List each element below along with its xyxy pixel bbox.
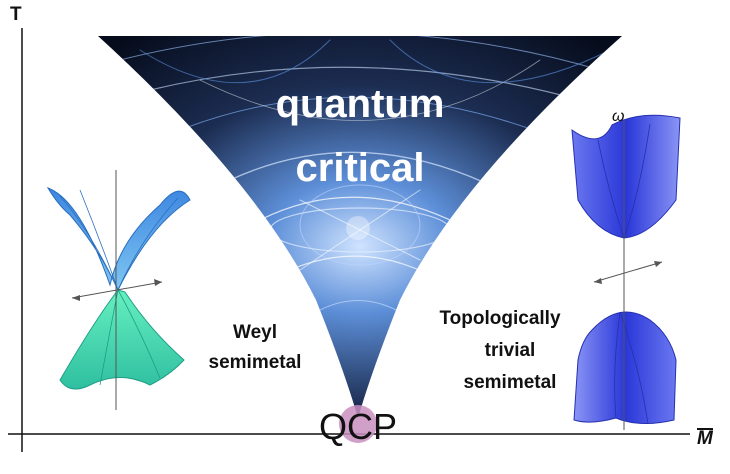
weyl-cone-dispersion-icon	[46, 170, 191, 410]
weyl-semimetal-label-line2: semimetal	[208, 352, 302, 373]
quantum-critical-label-line1: quantum	[275, 82, 445, 126]
trivial-semimetal-label-line3: semimetal	[463, 372, 557, 393]
trivial-semimetal-label-line1: Topologically	[439, 308, 561, 329]
gapped-parabolic-dispersion-icon	[571, 114, 681, 430]
x-axis-label: M	[697, 428, 713, 449]
weyl-semimetal-label-line1: Weyl	[232, 322, 277, 343]
quantum-critical-label-line2: critical	[295, 146, 425, 190]
y-axis-label: T	[10, 4, 22, 25]
inset-omega-label: ω	[612, 108, 625, 125]
qcp-marker	[339, 405, 377, 443]
quantum-critical-fan	[98, 36, 622, 418]
trivial-semimetal-label-line2: trivial	[484, 340, 536, 361]
qcp-label: QCP	[318, 406, 397, 447]
